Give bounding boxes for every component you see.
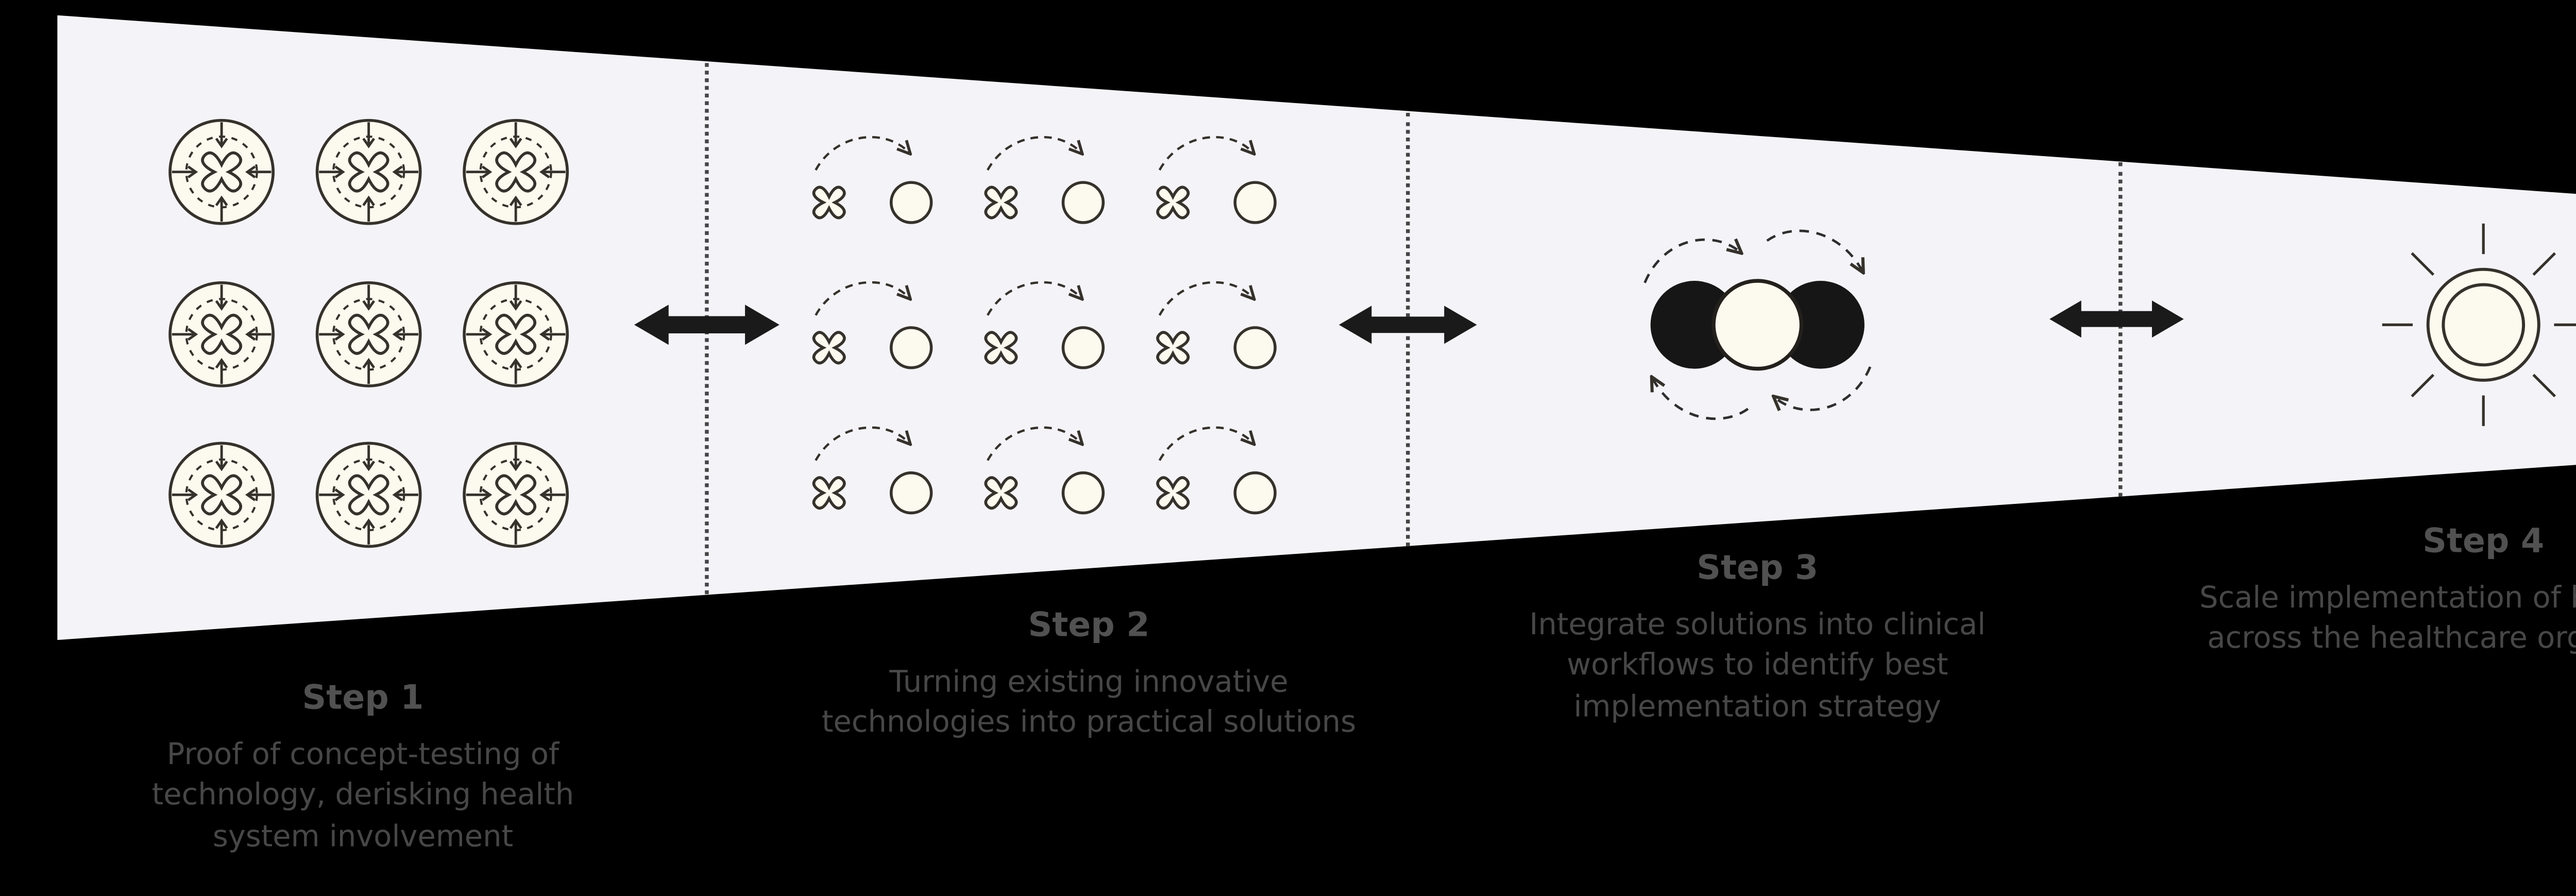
target-icon — [464, 443, 567, 546]
step-3-label: Step 3 — [1697, 550, 1819, 589]
x-to-circle-grid-icon — [799, 122, 1287, 519]
step-2-description: Turning existing innovative technologies… — [821, 665, 1357, 740]
filled-circle-right-icon — [1776, 281, 1865, 369]
x-to-circle-icon — [814, 428, 931, 513]
cycle-arrows-icon — [1643, 229, 1872, 420]
step-4-label: Step 4 — [2422, 523, 2545, 562]
outlined-circle-center-icon — [1711, 279, 1804, 371]
step-1-description: Proof of concept-testing of technology, … — [151, 737, 574, 854]
target-icon — [317, 283, 420, 386]
step-2-label: Step 2 — [1028, 607, 1150, 646]
target-icon — [464, 121, 567, 224]
step-4-text-block: Step 4 Scale implementation of best stra… — [2174, 523, 2576, 661]
double-arrow-icon — [634, 305, 779, 345]
step-3-description: Integrate solutions into clinical workfl… — [1529, 607, 1986, 724]
x-to-circle-icon — [986, 137, 1103, 223]
step-3-text-block: Step 3 Integrate solutions into clinical… — [1455, 550, 2059, 728]
step-4-description: Scale implementation of best strategy ac… — [2199, 581, 2576, 656]
target-icon — [170, 443, 273, 546]
x-to-circle-icon — [814, 282, 931, 368]
target-icon — [170, 283, 273, 386]
x-to-circle-icon — [986, 428, 1103, 513]
x-to-circle-icon — [1158, 428, 1275, 513]
x-to-circle-icon — [986, 282, 1103, 368]
step-1-label: Step 1 — [302, 680, 424, 719]
divider-dotted-line-3 — [2119, 162, 2123, 497]
target-icon — [170, 121, 273, 224]
x-to-circle-icon — [814, 137, 931, 223]
step-1-text-block: Step 1 Proof of concept-testing of techn… — [95, 680, 630, 858]
x-to-circle-icon — [1158, 282, 1275, 368]
filled-circle-left-icon — [1650, 281, 1739, 369]
sun-inner-circle-icon — [2442, 283, 2526, 367]
double-arrow-icon — [2049, 300, 2184, 338]
targets-grid-icon — [166, 116, 609, 552]
target-icon — [464, 283, 567, 386]
x-to-circle-icon — [1158, 137, 1275, 223]
target-icon — [317, 121, 420, 224]
target-icon — [317, 443, 420, 546]
sun-rays-icon — [2382, 223, 2576, 426]
overlapping-circles-icon — [1643, 229, 1872, 420]
double-arrow-icon — [1338, 306, 1477, 344]
step-2-text-block: Step 2 Turning existing innovative techn… — [818, 607, 1360, 745]
sun-icon — [2382, 223, 2576, 426]
